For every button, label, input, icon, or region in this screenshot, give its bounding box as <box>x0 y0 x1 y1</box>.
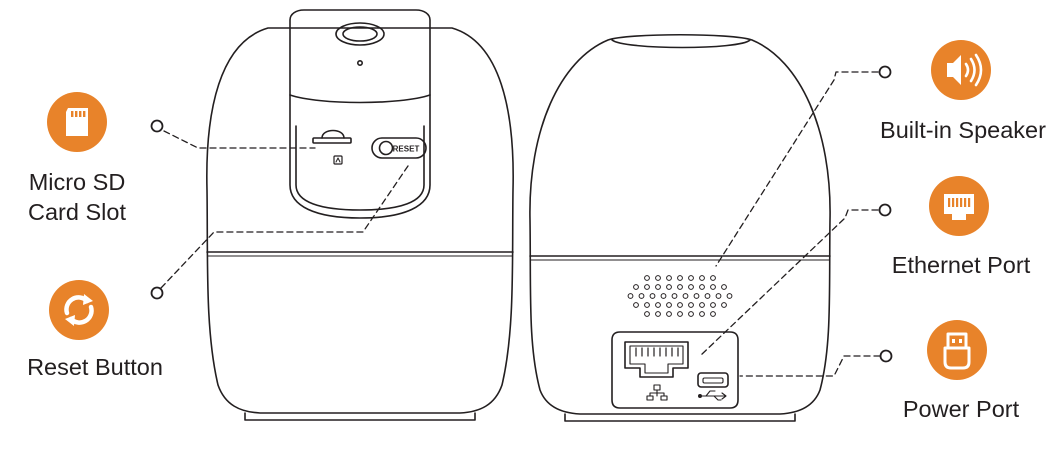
port-panel <box>611 331 739 409</box>
grille-hole <box>704 293 711 299</box>
grille-hole <box>693 293 700 299</box>
grille-hole <box>638 293 645 299</box>
power-port-label-text: Power Port <box>902 396 1020 422</box>
reset-button-label-text: Reset Button <box>27 354 163 380</box>
ethernet-port-label-text: Ethernet Port <box>891 252 1031 278</box>
back-camera-body <box>529 33 831 415</box>
leader-sd <box>163 130 316 149</box>
reset-badge <box>49 280 109 340</box>
grille-hole <box>666 275 672 281</box>
grille-hole <box>655 302 661 308</box>
grille-hole <box>633 284 639 290</box>
grille-hole <box>721 302 727 308</box>
sd-card-icon <box>47 92 107 152</box>
grille-hole <box>644 311 650 317</box>
grille-hole <box>655 284 661 290</box>
front-base <box>244 412 476 421</box>
grille-hole <box>644 275 650 281</box>
grille-hole <box>677 302 683 308</box>
reset-printed-text: RESET <box>393 145 420 154</box>
grille-hole <box>677 275 683 281</box>
leader-endpoints <box>150 65 893 363</box>
grille-hole <box>666 284 672 290</box>
leader-lines <box>160 71 881 377</box>
ethernet-jack <box>624 341 689 401</box>
lens-inner <box>342 26 378 42</box>
front-head-panel <box>289 94 431 104</box>
grille-hole <box>699 311 705 317</box>
grille-hole <box>655 311 661 317</box>
light-sensor <box>356 59 363 66</box>
leader-power <box>739 355 881 377</box>
reset-arrows-icon <box>49 280 109 340</box>
micro-sd-label-line2: Card Slot <box>28 199 126 225</box>
builtin-speaker-label-text: Built-in Speaker <box>880 117 1046 143</box>
micro-sd-label-line1: Micro SD <box>28 169 126 195</box>
builtin-speaker-label: Built-in Speaker <box>880 115 1046 145</box>
ethernet-port-label: Ethernet Port <box>892 250 1030 280</box>
grille-hole <box>671 293 678 299</box>
endpoint-ethernet <box>878 203 892 217</box>
grille-hole <box>677 311 683 317</box>
grille-hole <box>710 284 716 290</box>
grille-hole <box>649 293 656 299</box>
micro-sd-label: Micro SD Card Slot <box>28 167 126 227</box>
front-head <box>289 9 431 219</box>
power-badge <box>927 320 987 380</box>
grille-hole <box>726 293 733 299</box>
grille-hole <box>699 302 705 308</box>
ethernet-port-icon <box>929 176 989 236</box>
grille-hole <box>627 293 634 299</box>
usb-plug-icon <box>927 320 987 380</box>
grille-hole <box>666 311 672 317</box>
leader-reset <box>160 162 411 289</box>
grille-hole <box>710 275 716 281</box>
front-camera: RESET <box>206 9 514 421</box>
speaker-volume-icon <box>931 40 991 100</box>
grille-hole <box>688 311 694 317</box>
grille-hole <box>660 293 667 299</box>
network-symbol <box>646 384 668 401</box>
grille-hole <box>721 284 727 290</box>
leader-ethernet <box>699 209 879 357</box>
grille-hole <box>715 293 722 299</box>
back-camera <box>529 33 831 422</box>
sd-slot <box>312 129 352 165</box>
grille-hole <box>644 284 650 290</box>
grille-hole <box>699 275 705 281</box>
grille-hole <box>666 302 672 308</box>
grille-hole <box>699 284 705 290</box>
endpoint-power <box>879 349 893 363</box>
grille-hole <box>633 302 639 308</box>
grille-hole <box>688 275 694 281</box>
front-face-inset <box>295 125 425 211</box>
reset-button-graphic: RESET <box>371 137 427 159</box>
endpoint-reset <box>150 286 164 300</box>
grille-hole <box>644 302 650 308</box>
usb-symbol <box>699 390 727 401</box>
grille-hole <box>688 284 694 290</box>
speaker-grille <box>627 275 733 317</box>
back-base <box>564 413 796 422</box>
leader-speaker <box>715 71 879 267</box>
micro-usb-port <box>697 372 729 401</box>
reset-button-label: Reset Button <box>27 352 163 382</box>
endpoint-speaker <box>878 65 892 79</box>
power-port-label: Power Port <box>903 394 1019 424</box>
grille-hole <box>710 302 716 308</box>
grille-hole <box>655 275 661 281</box>
grille-hole <box>688 302 694 308</box>
endpoint-sd <box>150 119 164 133</box>
lens <box>335 22 385 46</box>
grille-hole <box>677 284 683 290</box>
grille-hole <box>682 293 689 299</box>
grille-hole <box>710 311 716 317</box>
back-top-cap <box>611 39 751 49</box>
front-camera-body <box>206 27 514 414</box>
